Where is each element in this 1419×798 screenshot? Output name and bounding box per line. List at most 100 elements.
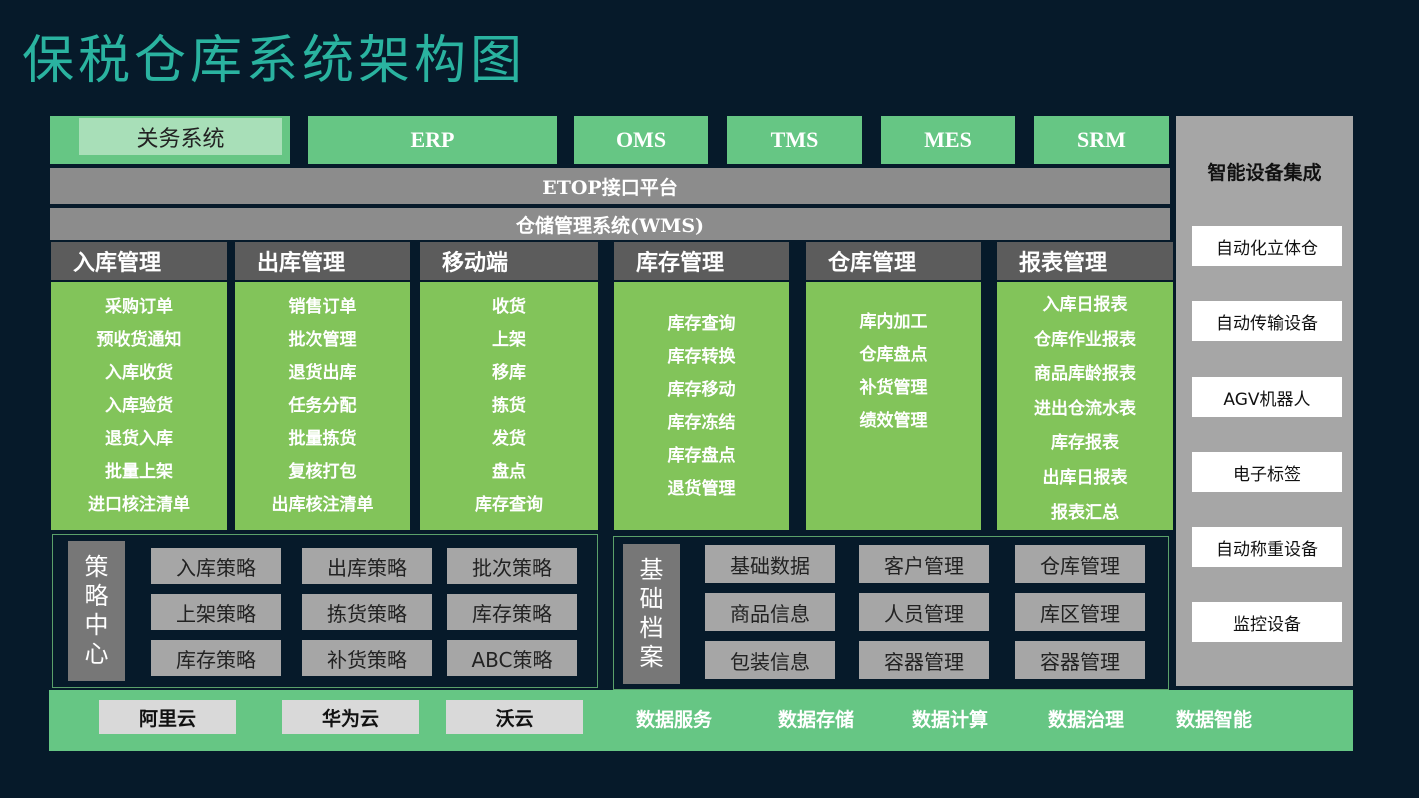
mes-system-box[interactable]: MES — [881, 116, 1015, 164]
device-item[interactable]: 自动传输设备 — [1192, 301, 1342, 341]
module-item[interactable]: 库存报表 — [1051, 433, 1119, 454]
module-item[interactable]: 移库 — [492, 363, 526, 383]
strategy-label-char: 中 — [84, 611, 109, 639]
module-item[interactable]: 盘点 — [492, 462, 526, 482]
strategy-label-char: 略 — [84, 582, 109, 610]
archive-chip[interactable]: 人员管理 — [859, 593, 989, 631]
strategy-chip[interactable]: 出库策略 — [302, 548, 432, 584]
strategy-chip[interactable]: 批次策略 — [447, 548, 577, 584]
module-body-4 — [614, 282, 789, 530]
module-item[interactable]: 仓库作业报表 — [1034, 329, 1136, 350]
module-body-6 — [997, 282, 1173, 530]
module-item[interactable]: 绩效管理 — [859, 411, 928, 431]
archive-chip[interactable]: 库区管理 — [1015, 593, 1145, 631]
module-item[interactable]: 预收货通知 — [96, 330, 182, 350]
cloud-provider[interactable]: 华为云 — [282, 700, 419, 734]
module-header-6[interactable]: 报表管理 — [997, 242, 1173, 280]
customs-system-box[interactable]: 关务系统 — [50, 116, 290, 164]
strategy-center-label: 策 略 中 心 — [68, 541, 125, 681]
module-body-2 — [235, 282, 410, 530]
module-header-5[interactable]: 仓库管理 — [806, 242, 981, 280]
module-item[interactable]: 商品库龄报表 — [1034, 364, 1136, 385]
module-item[interactable]: 补货管理 — [859, 378, 928, 398]
strategy-chip[interactable]: ABC策略 — [447, 640, 577, 676]
module-body-1 — [51, 282, 227, 530]
module-item[interactable]: 进出仓流水表 — [1034, 398, 1136, 419]
module-item[interactable]: 拣货 — [492, 396, 526, 416]
module-item[interactable]: 仓库盘点 — [859, 345, 928, 365]
strategy-label-char: 策 — [84, 553, 109, 581]
module-item[interactable]: 入库收货 — [105, 363, 173, 383]
module-item[interactable]: 库存移动 — [667, 380, 736, 400]
archive-chip[interactable]: 仓库管理 — [1015, 545, 1145, 583]
module-item[interactable]: 采购订单 — [105, 297, 173, 317]
module-item[interactable]: 进口核注清单 — [88, 495, 190, 515]
module-item[interactable]: 入库验货 — [105, 396, 173, 416]
module-header-2[interactable]: 出库管理 — [235, 242, 410, 280]
module-item[interactable]: 库存查询 — [667, 314, 736, 334]
archive-label-char: 基 — [639, 556, 664, 584]
data-service: 数据计算 — [912, 709, 989, 731]
customs-system-label: 关务系统 — [136, 126, 225, 152]
module-header-1[interactable]: 入库管理 — [51, 242, 227, 280]
module-item[interactable]: 退货入库 — [105, 429, 173, 449]
strategy-chip[interactable]: 上架策略 — [151, 594, 281, 630]
data-service: 数据服务 — [636, 709, 713, 731]
basic-archive-panel — [613, 536, 1169, 690]
wms-bar: 仓储管理系统(WMS) — [50, 208, 1170, 240]
module-item[interactable]: 库存冻结 — [667, 413, 736, 433]
device-item[interactable]: AGV机器人 — [1192, 377, 1342, 417]
module-item[interactable]: 批量拣货 — [288, 429, 357, 449]
module-item[interactable]: 任务分配 — [288, 396, 357, 416]
module-item[interactable]: 库存转换 — [667, 347, 736, 367]
archive-label-char: 础 — [639, 585, 664, 613]
page-title: 保税仓库系统架构图 — [22, 31, 527, 91]
archive-label-char: 案 — [639, 643, 664, 671]
cloud-provider[interactable]: 阿里云 — [99, 700, 236, 734]
module-item[interactable]: 报表汇总 — [1051, 502, 1119, 523]
module-item[interactable]: 库存盘点 — [667, 446, 736, 466]
oms-system-box[interactable]: OMS — [574, 116, 708, 164]
archive-chip[interactable]: 容器管理 — [859, 641, 989, 679]
module-item[interactable]: 上架 — [492, 330, 526, 350]
module-item[interactable]: 复核打包 — [288, 462, 357, 482]
archive-chip[interactable]: 基础数据 — [705, 545, 835, 583]
cloud-provider[interactable]: 沃云 — [446, 700, 583, 734]
module-item[interactable]: 退货管理 — [667, 479, 736, 499]
data-service: 数据治理 — [1048, 709, 1125, 731]
archive-chip[interactable]: 客户管理 — [859, 545, 989, 583]
module-item[interactable]: 收货 — [492, 297, 526, 317]
strategy-chip[interactable]: 入库策略 — [151, 548, 281, 584]
smart-devices-title: 智能设备集成 — [1207, 162, 1322, 184]
module-header-3[interactable]: 移动端 — [420, 242, 598, 280]
module-item[interactable]: 批量上架 — [105, 462, 173, 482]
module-item[interactable]: 退货出库 — [288, 363, 357, 383]
module-item[interactable]: 销售订单 — [288, 297, 357, 317]
strategy-chip[interactable]: 库存策略 — [151, 640, 281, 676]
device-item[interactable]: 监控设备 — [1192, 602, 1342, 642]
module-item[interactable]: 出库日报表 — [1042, 468, 1128, 488]
device-item[interactable]: 电子标签 — [1192, 452, 1342, 492]
module-item[interactable]: 库存查询 — [475, 495, 543, 515]
module-item[interactable]: 发货 — [492, 429, 526, 449]
strategy-chip[interactable]: 拣货策略 — [302, 594, 432, 630]
srm-system-box[interactable]: SRM — [1034, 116, 1169, 164]
module-item[interactable]: 批次管理 — [288, 330, 357, 350]
strategy-chip[interactable]: 补货策略 — [302, 640, 432, 676]
etop-interface-bar: ETOP接口平台 — [50, 168, 1170, 204]
tms-system-box[interactable]: TMS — [727, 116, 862, 164]
archive-chip[interactable]: 商品信息 — [705, 593, 835, 631]
device-item[interactable]: 自动化立体仓 — [1192, 226, 1342, 266]
archive-chip[interactable]: 容器管理 — [1015, 641, 1145, 679]
module-item[interactable]: 出库核注清单 — [271, 495, 374, 515]
basic-archive-label: 基 础 档 案 — [623, 544, 680, 684]
module-header-4[interactable]: 库存管理 — [614, 242, 789, 280]
module-item[interactable]: 库内加工 — [859, 312, 928, 332]
device-item[interactable]: 自动称重设备 — [1192, 527, 1342, 567]
data-service: 数据智能 — [1176, 709, 1253, 731]
archive-chip[interactable]: 包装信息 — [705, 641, 835, 679]
module-item[interactable]: 入库日报表 — [1042, 295, 1128, 315]
erp-system-box[interactable]: ERP — [308, 116, 557, 164]
strategy-chip[interactable]: 库存策略 — [447, 594, 577, 630]
strategy-center-panel — [52, 534, 598, 688]
